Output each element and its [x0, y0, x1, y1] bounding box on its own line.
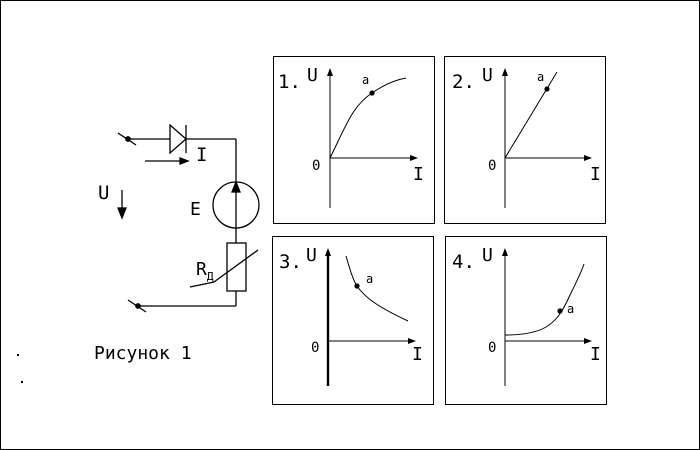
graph-3-curve	[345, 255, 409, 322]
diode-symbol	[169, 123, 187, 155]
graph-3-number: 3.	[279, 251, 302, 273]
resistor-body	[226, 242, 247, 292]
graph-1-y-label: U	[307, 65, 318, 86]
graph-3-frame	[272, 236, 434, 405]
resistor-slash-lead	[189, 281, 215, 288]
graph-1-number: 1.	[278, 71, 301, 93]
graph-2-x-label: I	[590, 164, 601, 185]
bottom-terminal-lead	[127, 299, 147, 313]
graph-2	[444, 56, 606, 224]
graph-4-curve	[504, 263, 585, 336]
graph-4-number: 4.	[452, 251, 475, 273]
graph-3-x-arrowhead	[408, 338, 416, 344]
graph-1-x-label: I	[413, 164, 424, 185]
graph-4-y-arrowhead	[502, 248, 508, 256]
graph-3-x-label: I	[412, 344, 423, 365]
circuit-diagram	[117, 123, 260, 313]
graph-3-point-a	[354, 283, 360, 289]
graph-1-frame	[273, 56, 435, 224]
graph-3	[272, 236, 434, 405]
top-terminal-lead	[117, 132, 137, 146]
graph-3-point-label: a	[366, 272, 373, 286]
current-arrowhead	[179, 157, 190, 165]
graph-4-origin: 0	[488, 340, 496, 356]
graph-3-y-arrowhead	[325, 248, 331, 256]
resistor-nonlinear-slash	[213, 249, 259, 283]
stray-dot	[17, 354, 19, 356]
graph-2-frame	[444, 56, 606, 224]
graph-1-y-arrowhead	[327, 68, 333, 76]
graph-4-y-label: U	[482, 245, 493, 266]
graph-1-point-label: a	[362, 73, 369, 87]
graph-1-point-a	[369, 90, 375, 96]
voltage-arrowhead	[117, 207, 127, 220]
voltage-label: U	[98, 182, 109, 204]
graph-4	[445, 236, 607, 405]
stray-dot	[21, 381, 23, 383]
figure-caption: Рисунок 1	[94, 343, 192, 364]
graph-4-frame	[445, 236, 607, 405]
graph-2-number: 2.	[452, 71, 475, 93]
emf-label: E	[190, 199, 201, 220]
graph-2-point-a	[544, 86, 550, 92]
graph-1-curve	[329, 77, 407, 159]
graph-3-origin: 0	[311, 340, 319, 356]
graph-1	[273, 56, 435, 224]
emf-arrowhead	[231, 180, 241, 193]
graph-2-curve	[504, 71, 558, 159]
resistor-label-main: R	[196, 259, 207, 280]
graph-1-origin: 0	[312, 158, 320, 174]
graph-4-point-label: a	[567, 302, 574, 316]
graph-4-x-arrowhead	[584, 338, 592, 344]
graph-2-y-arrowhead	[502, 68, 508, 76]
current-label: I	[196, 144, 207, 166]
graph-4-x-label: I	[590, 344, 601, 365]
graph-2-point-label: a	[537, 70, 544, 84]
graph-4-point-a	[557, 308, 563, 314]
resistor-label-sub: Д	[207, 270, 214, 283]
graph-1-x-arrowhead	[410, 155, 418, 161]
resistor-label: RД	[196, 259, 214, 283]
graph-2-x-arrowhead	[584, 155, 592, 161]
graph-2-origin: 0	[488, 158, 496, 174]
graph-3-y-label: U	[306, 245, 317, 266]
graph-2-y-label: U	[482, 65, 493, 86]
